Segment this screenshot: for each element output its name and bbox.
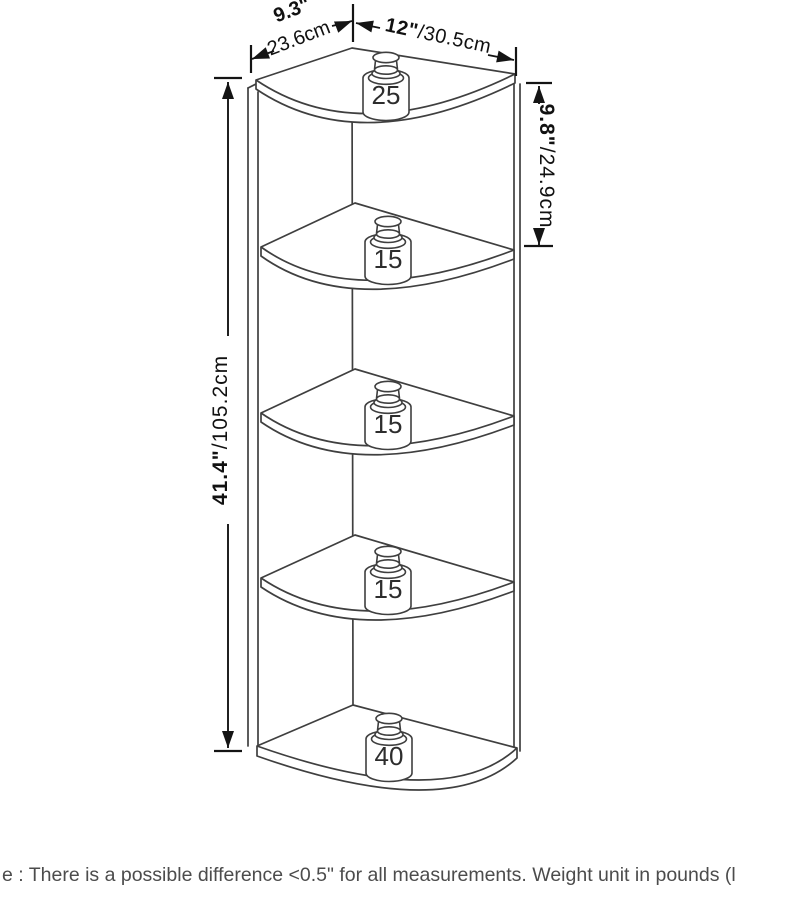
width-label: 12"/30.5cm	[383, 14, 493, 58]
total-height-inches-label: 41.4"	[209, 449, 232, 505]
weight-marker-tier-3: 15	[364, 380, 412, 451]
weight-marker-tier-2: 15	[364, 215, 412, 286]
right-panel	[513, 79, 521, 752]
shelf-spacing-label: 9.8"/24.9cm	[535, 104, 558, 229]
arrow-down-icon	[533, 228, 545, 245]
arrow-left-icon	[356, 20, 374, 33]
weight-capacity-label: 25	[372, 80, 401, 110]
depth-cm-label: 23.6cm	[264, 16, 333, 60]
corner-shelf-dimension-diagram: 25 15 15 15 40 9.3" 23.6cm 12"/30.5cm	[209, 0, 558, 791]
shelf-spacing-inches-label: 9.8"	[535, 104, 558, 147]
arrow-left-icon	[252, 47, 271, 59]
left-panel	[247, 83, 259, 747]
arrow-up-icon	[222, 82, 234, 99]
width-cm-label: /30.5cm	[416, 21, 494, 58]
total-height-cm-label: /105.2cm	[209, 355, 232, 449]
weight-capacity-label: 40	[375, 741, 404, 771]
weight-capacity-label: 15	[374, 574, 403, 604]
weight-marker-tier-1: 25	[362, 51, 410, 122]
arrow-right-icon	[333, 21, 352, 33]
arrow-up-icon	[533, 86, 545, 103]
total-height-label: 41.4"/105.2cm	[209, 355, 232, 505]
weight-marker-tier-4: 15	[364, 545, 412, 616]
shelf-spacing-cm-label: /24.9cm	[535, 147, 558, 229]
arrow-right-icon	[496, 50, 514, 63]
arrow-down-icon	[222, 731, 234, 748]
weight-marker-tier-5: 40	[365, 712, 413, 783]
weight-capacity-label: 15	[374, 244, 403, 274]
total-height-dimension: 41.4"/105.2cm	[209, 76, 242, 753]
weight-capacity-label: 15	[374, 409, 403, 439]
shelf-spacing-dimension: 9.8"/24.9cm	[524, 81, 558, 248]
measurement-note: e : There is a possible difference <0.5"…	[2, 864, 736, 886]
width-inches-label: 12"	[383, 14, 420, 42]
